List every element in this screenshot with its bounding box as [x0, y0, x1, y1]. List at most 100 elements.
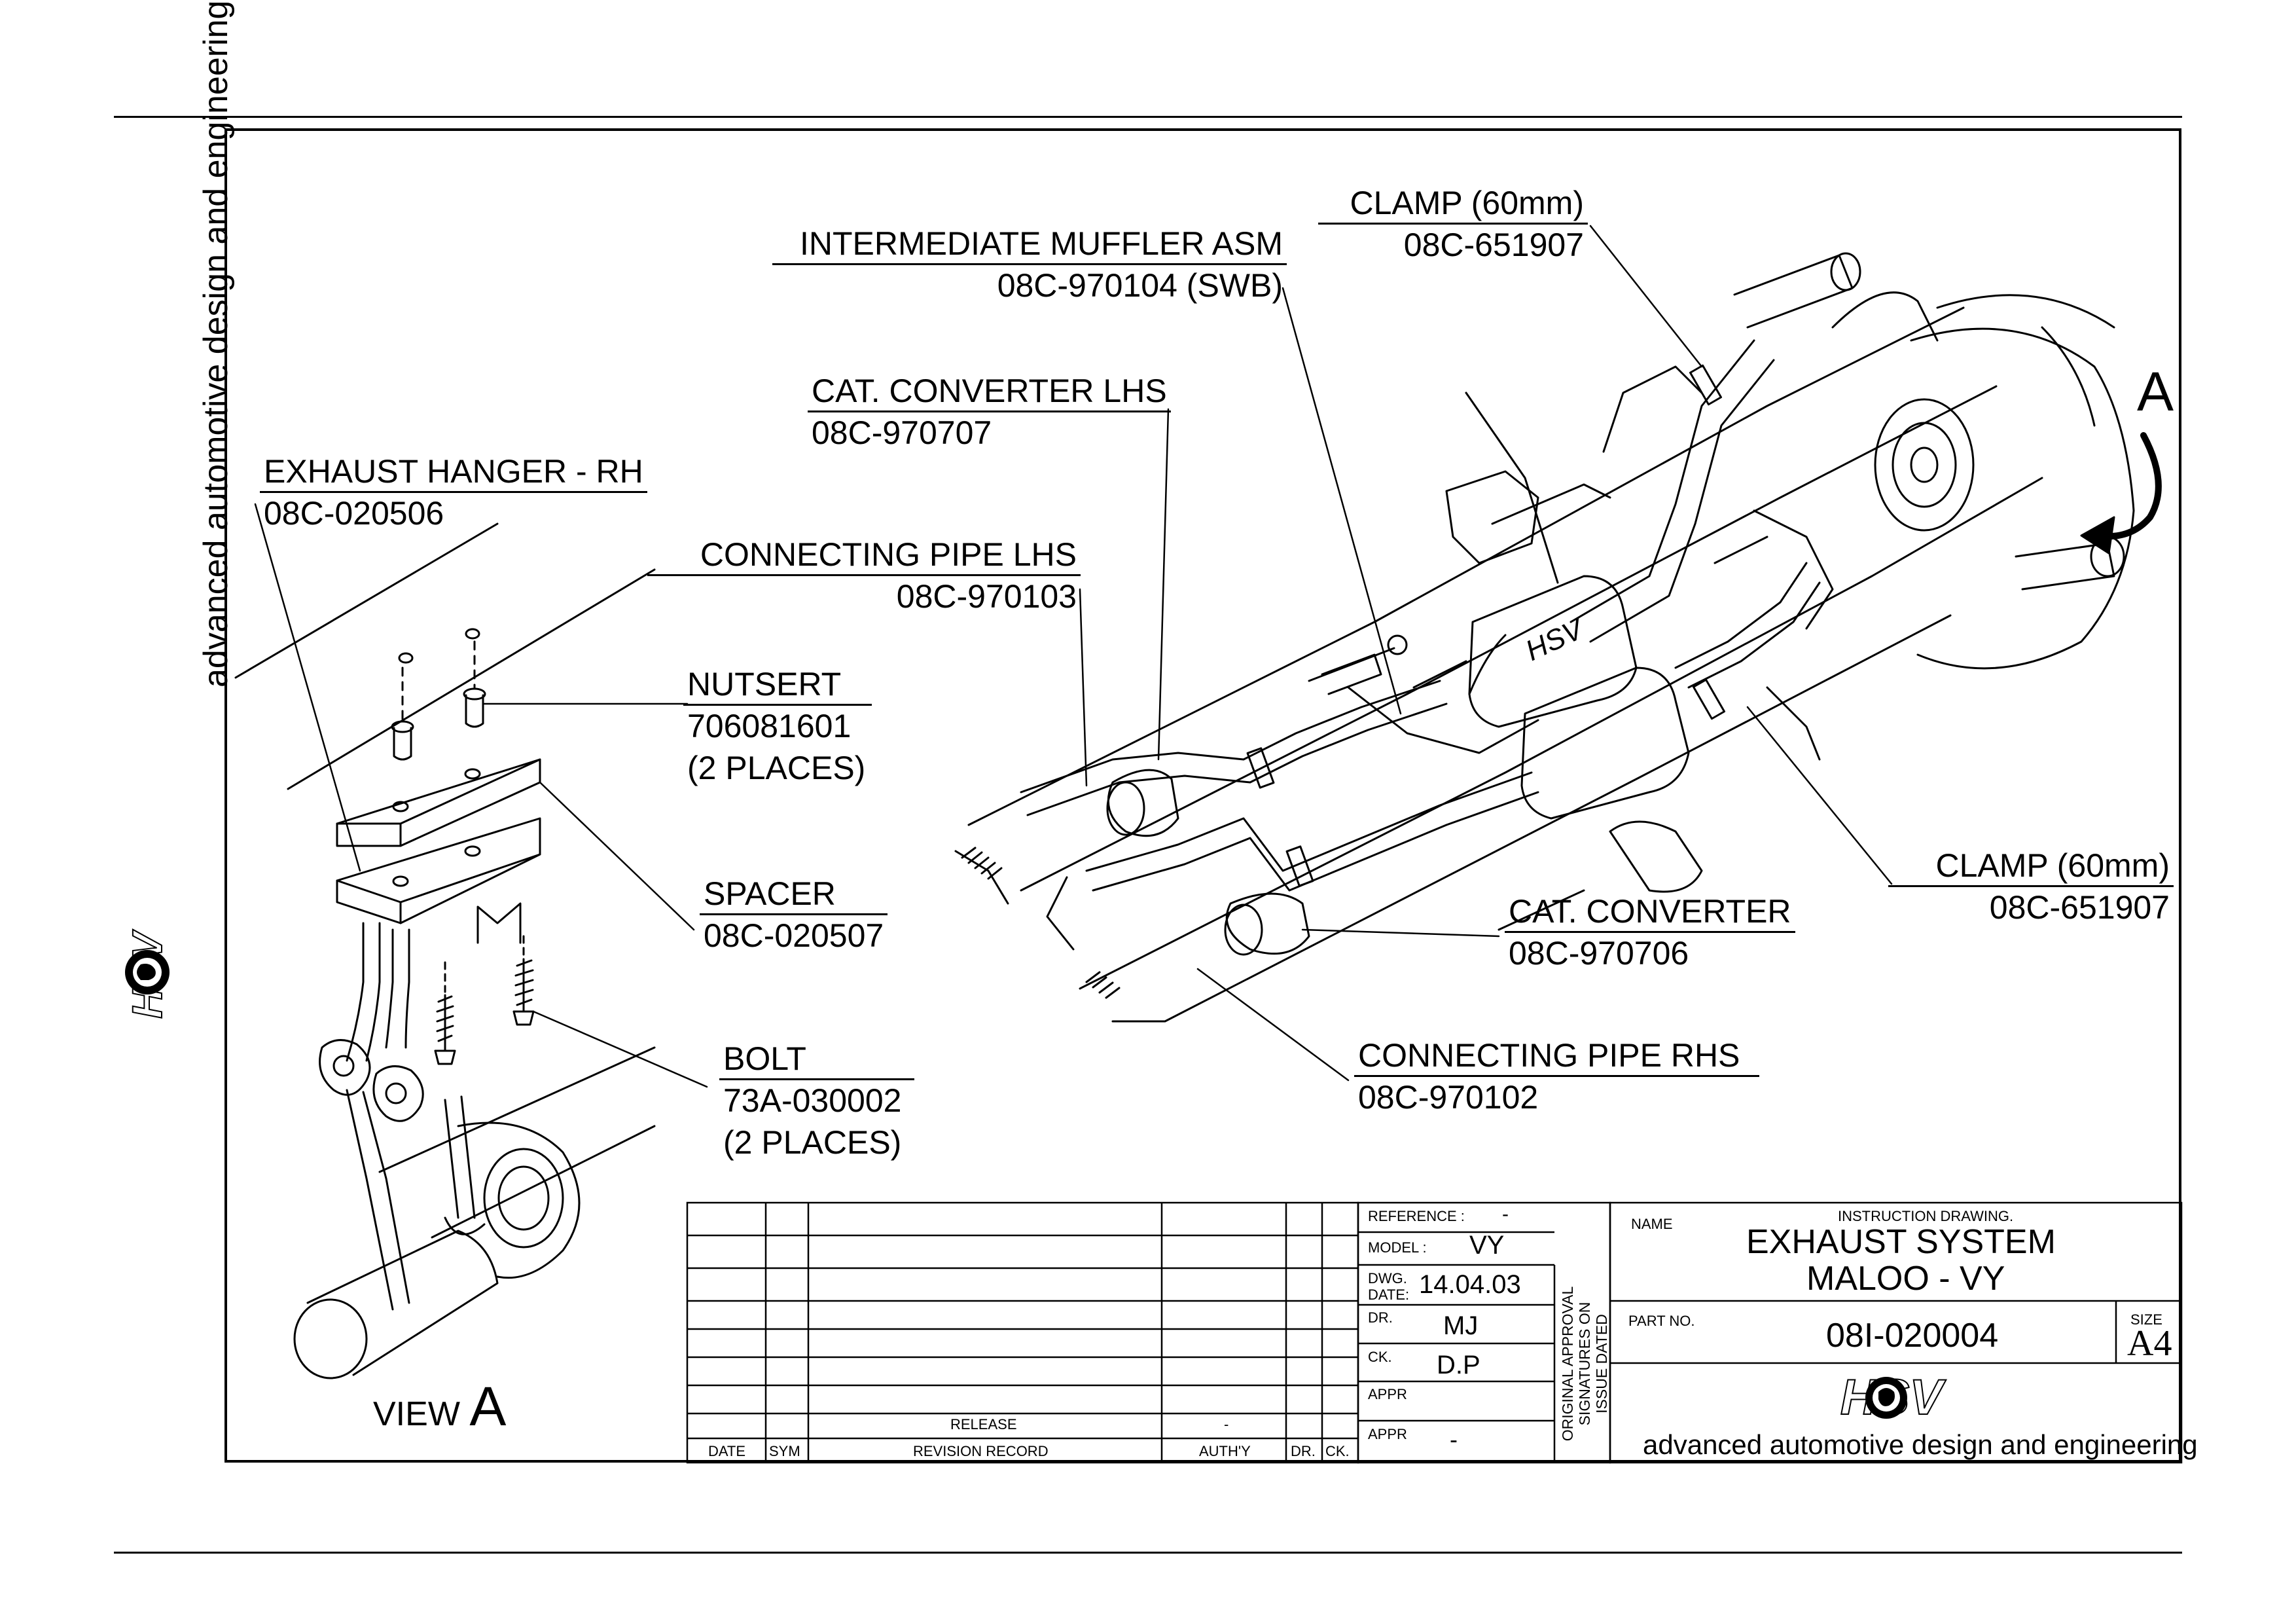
dwg-date-label-1: DWG.: [1368, 1270, 1407, 1286]
reference-label: REFERENCE :: [1368, 1208, 1465, 1224]
callout-underline: [683, 704, 872, 706]
approval-note-line-3: ISSUE DATED: [1593, 1314, 1610, 1413]
callout-clamp-right: CLAMP (60mm) 08C-651907: [1888, 845, 2174, 928]
rev-header-auth: AUTH'Y: [1199, 1443, 1251, 1459]
callout-bolt-name: BOLT: [723, 1040, 806, 1077]
rev-release-auth: -: [1224, 1416, 1229, 1432]
callout-clamp-top-name: CLAMP (60mm): [1350, 185, 1584, 221]
hsv-logo-side: HSV: [123, 928, 171, 1019]
callout-underline: [772, 263, 1287, 265]
intermediate-muffler-part: [1468, 575, 1690, 820]
view-direction-arrow: [2080, 432, 2162, 555]
callout-cat-converter-lhs-part: 08C-970707: [812, 414, 992, 451]
callout-cat-converter-part: 08C-970706: [1509, 935, 1689, 972]
name-label: NAME: [1631, 1216, 1673, 1232]
callout-underline: [1318, 223, 1588, 225]
size-value: A4: [2127, 1323, 2172, 1364]
ck-label: CK.: [1368, 1349, 1392, 1365]
rev-header-date: DATE: [708, 1443, 746, 1459]
callout-connecting-pipe-lhs-part: 08C-970103: [896, 578, 1077, 615]
exhaust-assembly: [954, 252, 2135, 1023]
muffler-tailpipe: [293, 1122, 581, 1379]
callout-cat-converter-name: CAT. CONVERTER: [1509, 893, 1791, 930]
callout-cat-converter-lhs: CAT. CONVERTER LHS 08C-970707: [808, 370, 1171, 454]
drawing-subtitle: INSTRUCTION DRAWING.: [1838, 1208, 2014, 1224]
callout-underline: [260, 491, 647, 493]
callout-intermediate-muffler: INTERMEDIATE MUFFLER ASM 08C-970104 (SWB…: [740, 223, 1287, 306]
title-block-tagline: advanced automotive design and engineeri…: [1643, 1429, 2198, 1460]
callout-exhaust-hanger-name: EXHAUST HANGER - RH: [264, 453, 643, 490]
approval-note: ORIGINAL APPROVAL SIGNATURES ON ISSUE DA…: [1559, 1269, 1610, 1459]
rev-header-ck: CK.: [1325, 1443, 1350, 1459]
spacer-parts: [336, 758, 541, 944]
callout-cat-converter-lhs-name: CAT. CONVERTER LHS: [812, 373, 1167, 409]
callout-clamp-top-part: 08C-651907: [1403, 227, 1584, 263]
approval-note-line-1: ORIGINAL APPROVAL: [1559, 1286, 1576, 1442]
callout-connecting-pipe-lhs-name: CONNECTING PIPE LHS: [700, 536, 1077, 573]
bolt-parts: [434, 935, 535, 1065]
leader-lines: [254, 225, 1893, 1088]
part-no-value: 08I-020004: [1826, 1317, 1999, 1355]
size-label: SIZE: [2130, 1311, 2162, 1328]
view-a-detail: [234, 522, 656, 1379]
callout-spacer: SPACER 08C-020507: [700, 873, 888, 957]
reference-value: -: [1502, 1203, 1509, 1225]
callout-nutsert-name: NUTSERT: [687, 666, 842, 702]
callout-nutsert: NUTSERT 706081601 (2 PLACES): [683, 663, 872, 789]
ck-value: D.P: [1437, 1351, 1480, 1379]
rev-header-dr: DR.: [1291, 1443, 1316, 1459]
rev-header-record: REVISION RECORD: [913, 1443, 1049, 1459]
nutsert-parts: [391, 640, 486, 761]
callout-bolt-qty: (2 PLACES): [723, 1124, 902, 1161]
callout-intermediate-muffler-name: INTERMEDIATE MUFFLER ASM: [799, 225, 1283, 262]
appr2-label: APPR: [1368, 1426, 1407, 1442]
view-a-label: VIEW A: [373, 1375, 506, 1438]
dwg-date-value: 14.04.03: [1419, 1270, 1521, 1299]
cat-converter-rhs-part: [1224, 892, 1310, 956]
callout-bolt: BOLT 73A-030002 (2 PLACES): [719, 1038, 915, 1163]
callout-spacer-name: SPACER: [704, 875, 836, 912]
callout-connecting-pipe-rhs-name: CONNECTING PIPE RHS: [1358, 1037, 1740, 1074]
callout-underline: [1354, 1075, 1760, 1077]
callout-clamp-right-name: CLAMP (60mm): [1935, 847, 2170, 884]
callout-underline: [1888, 885, 2174, 887]
callout-underline: [808, 410, 1171, 412]
callout-cat-converter: CAT. CONVERTER 08C-970706: [1505, 890, 1795, 974]
drawing-title-line-2: MALOO - VY: [1806, 1260, 2005, 1298]
model-value: VY: [1469, 1231, 1505, 1260]
dr-value: MJ: [1443, 1311, 1479, 1340]
callout-bolt-part: 73A-030002: [723, 1082, 902, 1119]
approval-note-line-2: SIGNATURES ON: [1576, 1302, 1593, 1426]
rev-release-record: RELEASE: [950, 1416, 1017, 1432]
callout-intermediate-muffler-part: 08C-970104 (SWB): [997, 267, 1283, 304]
callout-exhaust-hanger-part: 08C-020506: [264, 495, 444, 532]
callout-exhaust-hanger: EXHAUST HANGER - RH 08C-020506: [260, 450, 647, 534]
callout-underline: [719, 1078, 915, 1080]
view-a-word: VIEW: [373, 1395, 460, 1433]
view-a-letter: A: [469, 1376, 507, 1437]
rev-header-sym: SYM: [769, 1443, 800, 1459]
drawing-title-line-1: EXHAUST SYSTEM: [1746, 1223, 2056, 1261]
callout-underline: [647, 574, 1081, 576]
top-rule: [114, 116, 2182, 118]
callout-spacer-part: 08C-020507: [704, 917, 884, 954]
callout-nutsert-part: 706081601: [687, 708, 852, 744]
appr2-value: -: [1450, 1426, 1458, 1453]
callout-underline: [1505, 931, 1795, 933]
callout-connecting-pipe-rhs-part: 08C-970102: [1358, 1079, 1539, 1116]
dwg-date-label-2: DATE:: [1368, 1286, 1410, 1303]
callout-clamp-right-part: 08C-651907: [1989, 889, 2170, 926]
callout-connecting-pipe-lhs: CONNECTING PIPE LHS 08C-970103: [647, 534, 1081, 617]
detail-a-marker: A: [2137, 361, 2174, 422]
drawing-frame: [224, 128, 2181, 1463]
callout-nutsert-qty: (2 PLACES): [687, 750, 866, 786]
callout-clamp-top: CLAMP (60mm) 08C-651907: [1318, 182, 1588, 266]
callout-underline: [700, 913, 888, 915]
callout-connecting-pipe-rhs: CONNECTING PIPE RHS 08C-970102: [1354, 1034, 1760, 1118]
dr-label: DR.: [1368, 1309, 1393, 1326]
model-label: MODEL :: [1368, 1239, 1427, 1256]
appr-label: APPR: [1368, 1386, 1407, 1402]
hsv-logo-title: HSV: [1840, 1369, 1947, 1426]
